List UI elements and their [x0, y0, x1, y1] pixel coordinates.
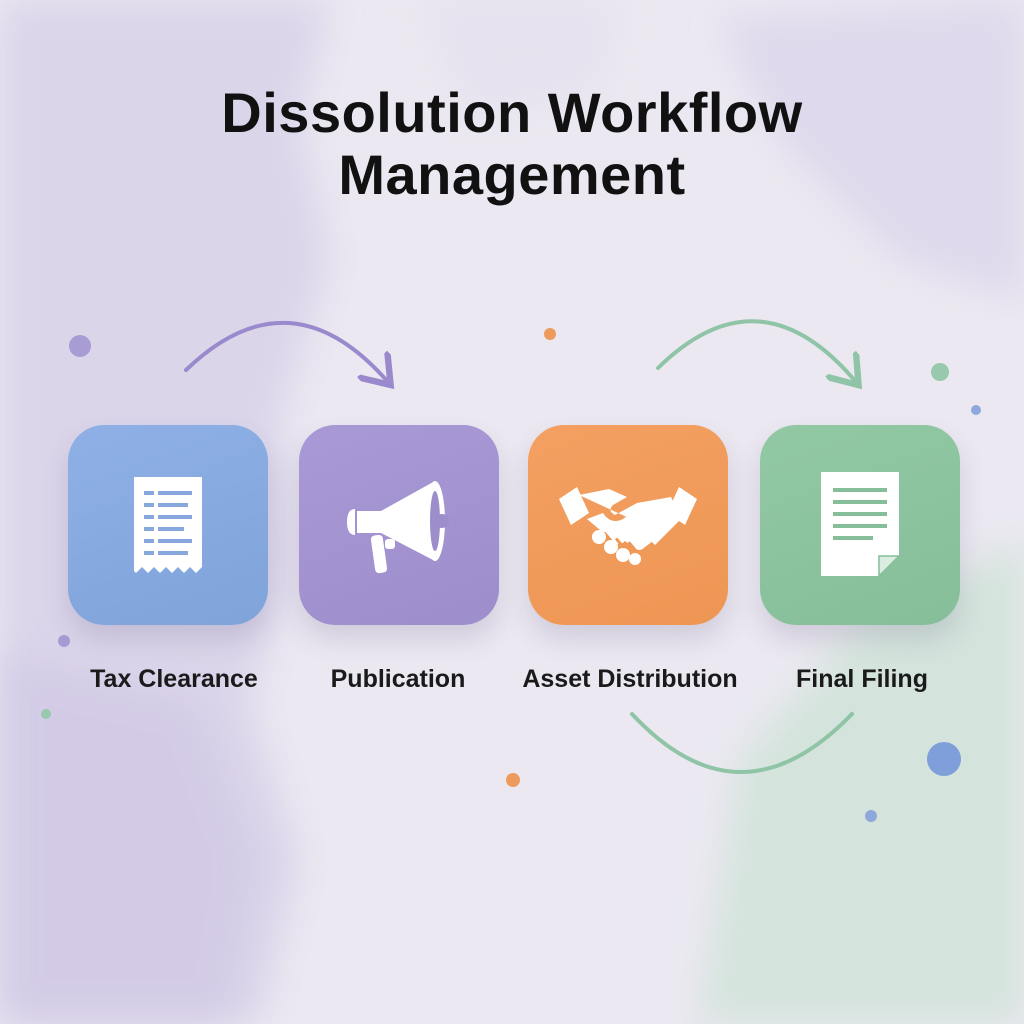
- step-tile-tax-clearance: [68, 425, 268, 625]
- step-label-publication: Publication: [330, 665, 466, 693]
- document-icon: [821, 472, 901, 578]
- step-label-tax-clearance: Tax Clearance: [90, 665, 258, 693]
- step-label-final-filing: Final Filing: [796, 665, 928, 693]
- handshake-icon: [559, 487, 697, 565]
- step-tile-final-filing: [760, 425, 960, 625]
- receipt-icon: [134, 477, 202, 573]
- step-tile-asset-distribution: [528, 425, 728, 625]
- page-title: Dissolution Workflow Management: [221, 81, 803, 206]
- step-label-asset-distribution: Asset Distribution: [522, 665, 738, 693]
- megaphone-icon: [347, 481, 449, 574]
- step-tile-publication: [299, 425, 499, 625]
